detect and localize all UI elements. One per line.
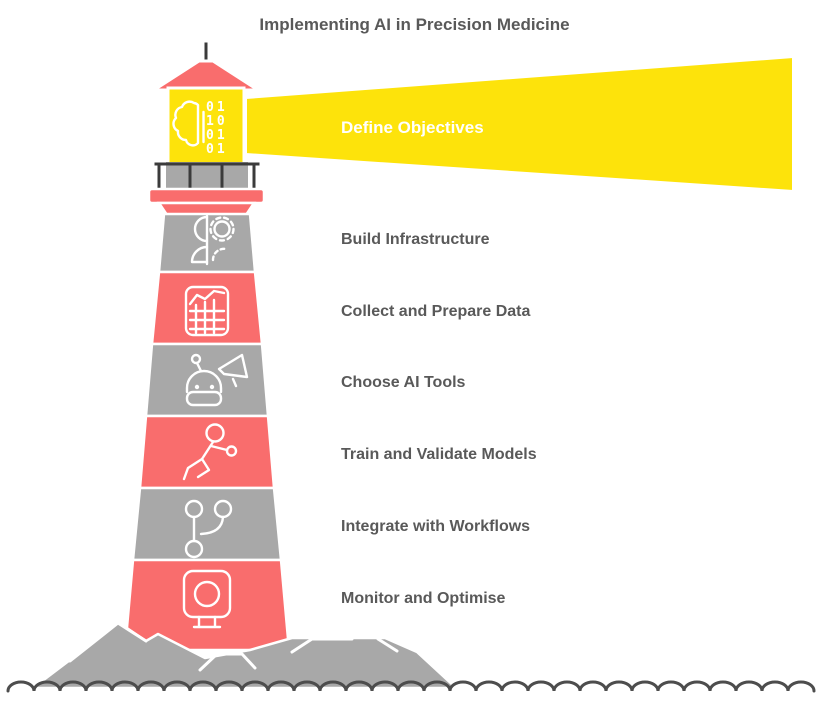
light-beam <box>245 55 794 193</box>
waves-path <box>6 680 816 693</box>
page-title: Implementing AI in Precision Medicine <box>259 15 570 34</box>
band-integrate-workflows <box>131 486 283 562</box>
roof <box>152 59 260 92</box>
band-collect-data <box>150 270 264 346</box>
step-label-choose-tools: Choose AI Tools <box>341 374 466 391</box>
brain-binary-icon <box>172 100 205 147</box>
gallery-deck <box>147 187 266 205</box>
step-label-monitor-optimise: Monitor and Optimise <box>341 590 506 607</box>
binary-digits: 01 10 01 01 <box>206 100 228 157</box>
step-label-train-models: Train and Validate Models <box>341 446 537 463</box>
monitor-camera-icon <box>182 569 232 629</box>
step-label-define-objectives: Define Objectives <box>341 118 484 137</box>
rock-highlight <box>290 637 354 654</box>
rock-highlight <box>198 652 257 672</box>
gallery-railing <box>154 162 260 191</box>
rock-highlight <box>68 621 148 663</box>
training-figure-icon <box>182 423 238 481</box>
step-label-build-infrastructure: Build Infrastructure <box>341 231 490 248</box>
rock-highlight <box>376 637 399 653</box>
branch-icon <box>184 499 233 559</box>
robot-megaphone-icon <box>185 353 249 407</box>
step-label-collect-data: Collect and Prepare Data <box>341 303 531 320</box>
step-label-integrate-workflows: Integrate with Workflows <box>341 518 531 535</box>
person-gears-icon <box>190 214 235 266</box>
data-chart-icon <box>184 285 230 337</box>
